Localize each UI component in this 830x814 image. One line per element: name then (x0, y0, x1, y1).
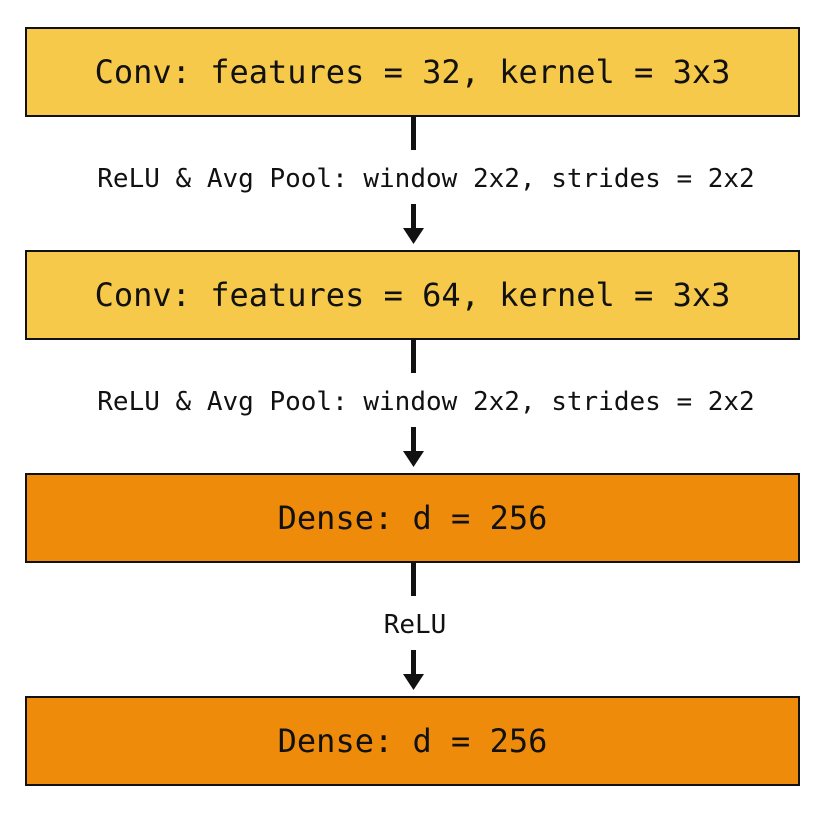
arrow-down-icon (403, 204, 424, 244)
connector-line-1 (411, 117, 416, 150)
dense-block-1: Dense: d = 256 (25, 473, 800, 563)
arrow-down-icon (403, 650, 424, 690)
conv-block-1: Conv: features = 32, kernel = 3x3 (25, 27, 800, 117)
conv-block-2-label: Conv: features = 64, kernel = 3x3 (94, 276, 731, 314)
connector-line-3 (411, 563, 416, 596)
edge-label-2: ReLU & Avg Pool: window 2x2, strides = 2… (97, 387, 755, 417)
edge-label-3: ReLU (383, 610, 447, 640)
dense-block-2-label: Dense: d = 256 (277, 722, 548, 760)
arrow-down-icon (403, 427, 424, 467)
conv-block-1-label: Conv: features = 32, kernel = 3x3 (94, 53, 731, 91)
edge-label-1: ReLU & Avg Pool: window 2x2, strides = 2… (97, 164, 755, 194)
conv-block-2: Conv: features = 64, kernel = 3x3 (25, 250, 800, 340)
dense-block-2: Dense: d = 256 (25, 696, 800, 786)
connector-line-2 (411, 340, 416, 373)
dense-block-1-label: Dense: d = 256 (277, 499, 548, 537)
